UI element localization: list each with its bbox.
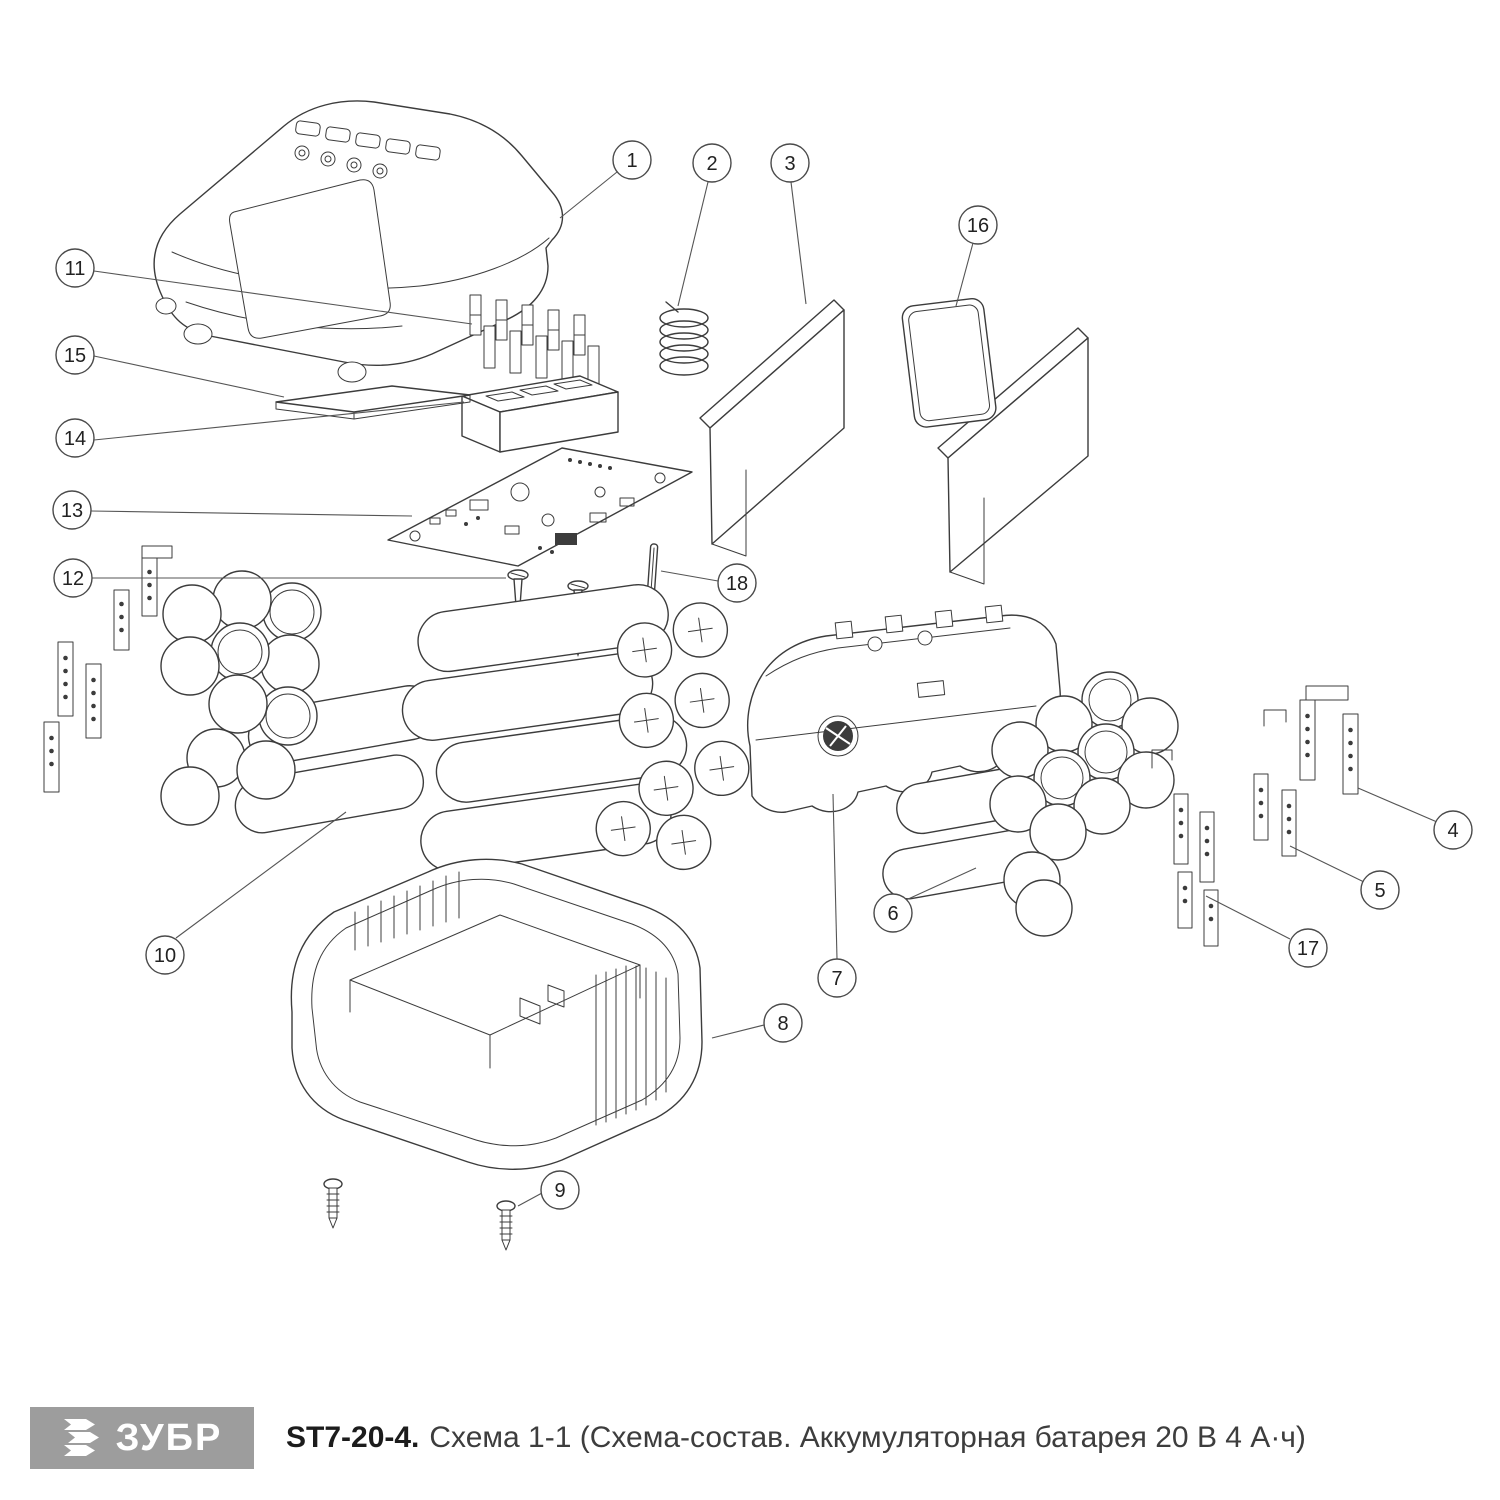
diagram-title: Схема 1-1 (Схема-состав. Аккумуляторная …: [429, 1421, 1306, 1454]
part-contact-strips-4: [1263, 685, 1359, 795]
part-bottom-housing: [290, 858, 703, 1170]
svg-text:17: 17: [1297, 938, 1319, 960]
callout-13: 13: [52, 490, 92, 530]
part-insulation-sheet-right: [937, 327, 1089, 585]
part-pcb: [387, 447, 693, 567]
svg-text:10: 10: [154, 945, 176, 967]
brand-logo: ЗУБР: [30, 1407, 254, 1469]
brand-name: ЗУБР: [115, 1417, 223, 1459]
callout-17: 17: [1288, 928, 1328, 968]
callout-7: 7: [817, 958, 857, 998]
svg-text:15: 15: [64, 345, 86, 367]
svg-text:8: 8: [777, 1013, 788, 1035]
svg-text:14: 14: [64, 428, 86, 450]
svg-text:2: 2: [706, 153, 717, 175]
part-terminal-contacts: [469, 294, 600, 389]
part-insulation-plate: [275, 385, 471, 420]
svg-text:11: 11: [65, 258, 86, 280]
svg-text:4: 4: [1447, 820, 1458, 842]
part-spring: [659, 301, 709, 376]
svg-text:7: 7: [831, 968, 842, 990]
model-number: ST7-20-4.: [286, 1421, 420, 1454]
part-insulation-sheet-left: [699, 299, 845, 557]
callout-5: 5: [1360, 870, 1400, 910]
leader-lines: [90, 171, 1438, 1207]
callout-11: 11: [55, 248, 95, 288]
callout-12: 12: [53, 558, 93, 598]
diagram-caption: ST7-20-4. Схема 1-1 (Схема-состав. Аккуму…: [286, 1421, 1306, 1455]
callout-1: 1: [612, 140, 652, 180]
callout-2: 2: [692, 143, 732, 183]
callout-18: 18: [717, 563, 757, 603]
svg-text:6: 6: [887, 903, 898, 925]
svg-text:18: 18: [726, 573, 748, 595]
part-top-cover: [153, 100, 564, 383]
footer: ЗУБР ST7-20-4. Схема 1-1 (Схема-состав. А…: [0, 1402, 1500, 1474]
part-cells-left: [160, 570, 438, 834]
part-cells-center: [401, 583, 688, 872]
part-screws-bottom: [323, 1178, 516, 1251]
svg-text:5: 5: [1374, 880, 1385, 902]
part-insulation-card: [901, 298, 997, 428]
svg-text:3: 3: [784, 153, 795, 175]
callout-15: 15: [55, 335, 95, 375]
part-cells-right: [882, 671, 1179, 937]
callout-4: 4: [1433, 810, 1473, 850]
part-cell-caps: [595, 602, 750, 871]
svg-text:12: 12: [62, 568, 84, 590]
callout-14: 14: [55, 418, 95, 458]
callout-16: 16: [958, 205, 998, 245]
svg-text:9: 9: [554, 1180, 565, 1202]
part-contact-strips-left: [43, 545, 173, 793]
part-contact-strips-17: [1151, 749, 1219, 947]
part-contact-strips-5: [1253, 773, 1297, 857]
zubr-arrows-icon: [63, 1419, 99, 1456]
svg-text:13: 13: [61, 500, 83, 522]
callout-6: 6: [873, 893, 913, 933]
part-cell-holder-frame: [747, 604, 1061, 813]
svg-text:16: 16: [967, 215, 989, 237]
svg-text:1: 1: [626, 150, 637, 172]
callout-9: 9: [540, 1170, 580, 1210]
callout-8: 8: [763, 1003, 803, 1043]
callout-10: 10: [145, 935, 185, 975]
part-terminal-block: [461, 375, 619, 453]
callout-3: 3: [770, 143, 810, 183]
exploded-diagram: 1 2 3 16 11 15 14 13 12 18 10 6 7 8 9 4 …: [43, 100, 1473, 1251]
